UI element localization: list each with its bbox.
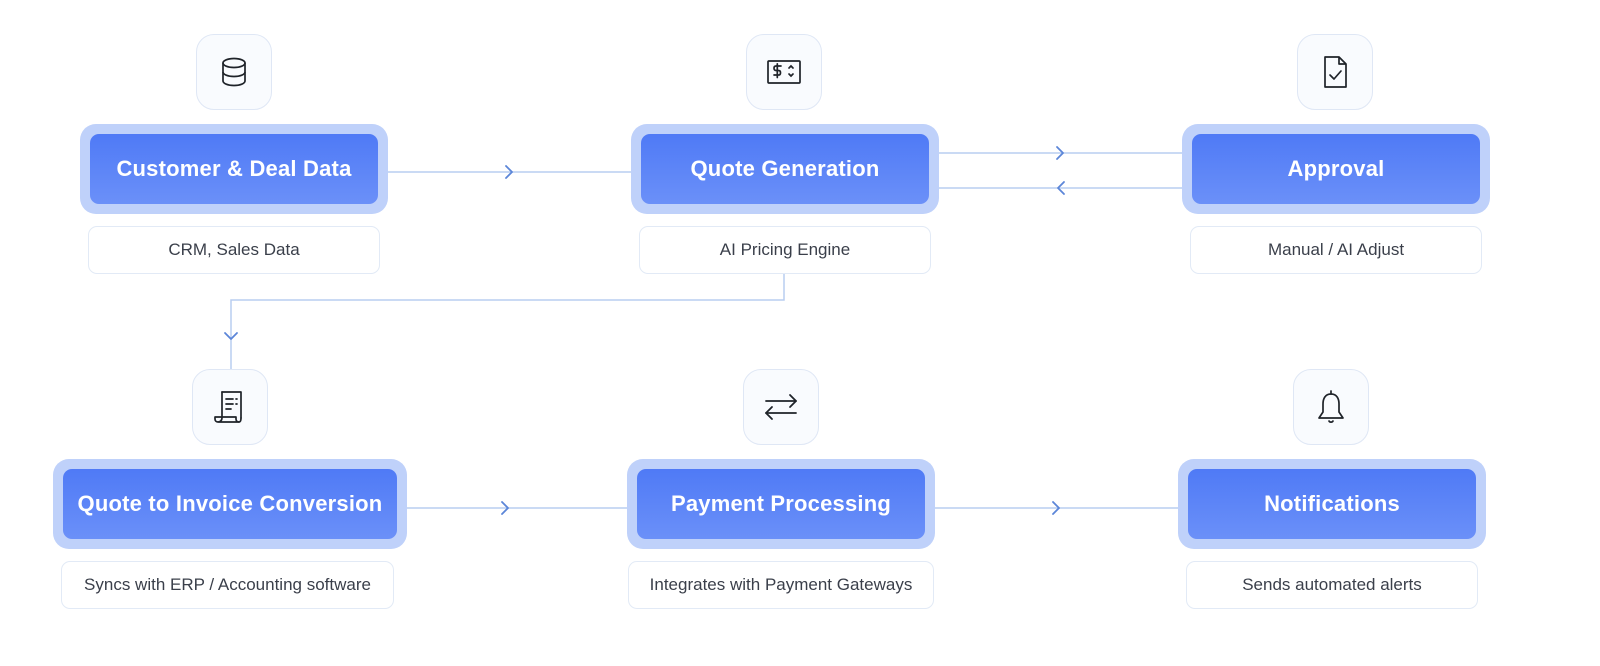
dollar-document-icon <box>767 60 801 84</box>
icon-tile-payment-processing <box>743 369 819 445</box>
stage-title: Quote to Invoice Conversion <box>63 469 397 539</box>
caption-quote-generation: AI Pricing Engine <box>639 226 931 274</box>
receipt-icon <box>214 391 242 423</box>
stage-customer-deal-data[interactable]: Customer & Deal Data <box>80 124 388 214</box>
caption-notifications: Sends automated alerts <box>1186 561 1478 609</box>
arrowhead-left <box>1057 181 1065 195</box>
stage-quote-generation[interactable]: Quote Generation <box>631 124 939 214</box>
edge-quote-to-invoice <box>230 274 785 372</box>
caption-quote-to-invoice: Syncs with ERP / Accounting software <box>61 561 394 609</box>
bell-icon <box>1318 390 1344 423</box>
caption-approval: Manual / AI Adjust <box>1190 226 1482 274</box>
stage-title: Notifications <box>1188 469 1476 539</box>
icon-tile-quote-to-invoice <box>192 369 268 445</box>
stage-payment-processing[interactable]: Payment Processing <box>627 459 935 549</box>
stage-title: Approval <box>1192 134 1480 204</box>
exchange-arrows-icon <box>765 394 797 420</box>
stage-title: Payment Processing <box>637 469 925 539</box>
icon-tile-notifications <box>1293 369 1369 445</box>
caption-customer-deal-data: CRM, Sales Data <box>88 226 380 274</box>
arrowhead-right <box>501 501 509 515</box>
arrowhead-right <box>505 165 513 179</box>
icon-tile-approval <box>1297 34 1373 110</box>
stage-notifications[interactable]: Notifications <box>1178 459 1486 549</box>
stage-title: Customer & Deal Data <box>90 134 378 204</box>
icon-tile-quote-generation <box>746 34 822 110</box>
file-check-icon <box>1324 56 1347 88</box>
arrowhead-right <box>1056 146 1064 160</box>
arrowhead-right <box>1052 501 1060 515</box>
stage-title: Quote Generation <box>641 134 929 204</box>
database-icon <box>222 57 246 87</box>
caption-payment-processing: Integrates with Payment Gateways <box>628 561 934 609</box>
stage-quote-to-invoice[interactable]: Quote to Invoice Conversion <box>53 459 407 549</box>
stage-approval[interactable]: Approval <box>1182 124 1490 214</box>
icon-tile-customer-deal-data <box>196 34 272 110</box>
arrowhead-down <box>224 332 238 340</box>
